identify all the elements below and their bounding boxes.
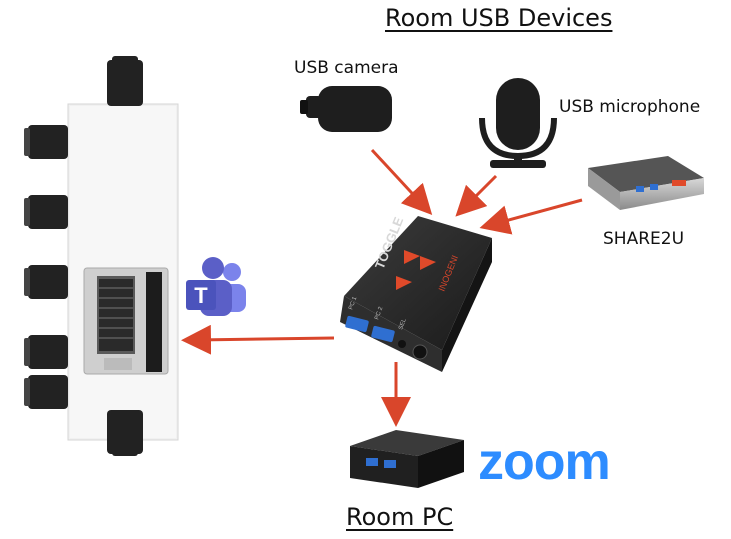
usb-microphone-icon: [479, 78, 557, 168]
share2u-label: SHARE2U: [603, 229, 685, 249]
camera-to-toggle-arrow: [370, 148, 433, 216]
svg-text:T: T: [194, 283, 208, 308]
usb-camera-icon: [300, 86, 392, 132]
port1-label: PC 1: [348, 295, 358, 310]
zoom-logo: zoom: [478, 433, 611, 491]
sel-label: SEL: [398, 317, 408, 330]
share2u-to-toggle-arrow: [479, 198, 583, 235]
mic-to-toggle-arrow: [455, 174, 498, 217]
microsoft-teams-logo: T: [186, 257, 246, 316]
toggle-to-laptop-arrow: [181, 324, 335, 355]
connection-arrows: [181, 148, 583, 427]
share2u-device-icon: [588, 156, 704, 210]
conference-table-icon: [24, 56, 179, 456]
usb-microphone-label: USB microphone: [559, 97, 701, 117]
port2-label: PC 2: [374, 305, 384, 320]
room-usb-devices-title: Room USB Devices: [385, 4, 613, 32]
mini-pc-icon: [350, 430, 464, 488]
usb-camera-label: USB camera: [294, 58, 399, 78]
laptop-icon: [83, 267, 169, 375]
room-pc-title: Room PC: [346, 503, 454, 531]
toggle-switch-device-icon: TOGGLE INOGENI PC 1 PC 2 SEL: [340, 215, 492, 372]
